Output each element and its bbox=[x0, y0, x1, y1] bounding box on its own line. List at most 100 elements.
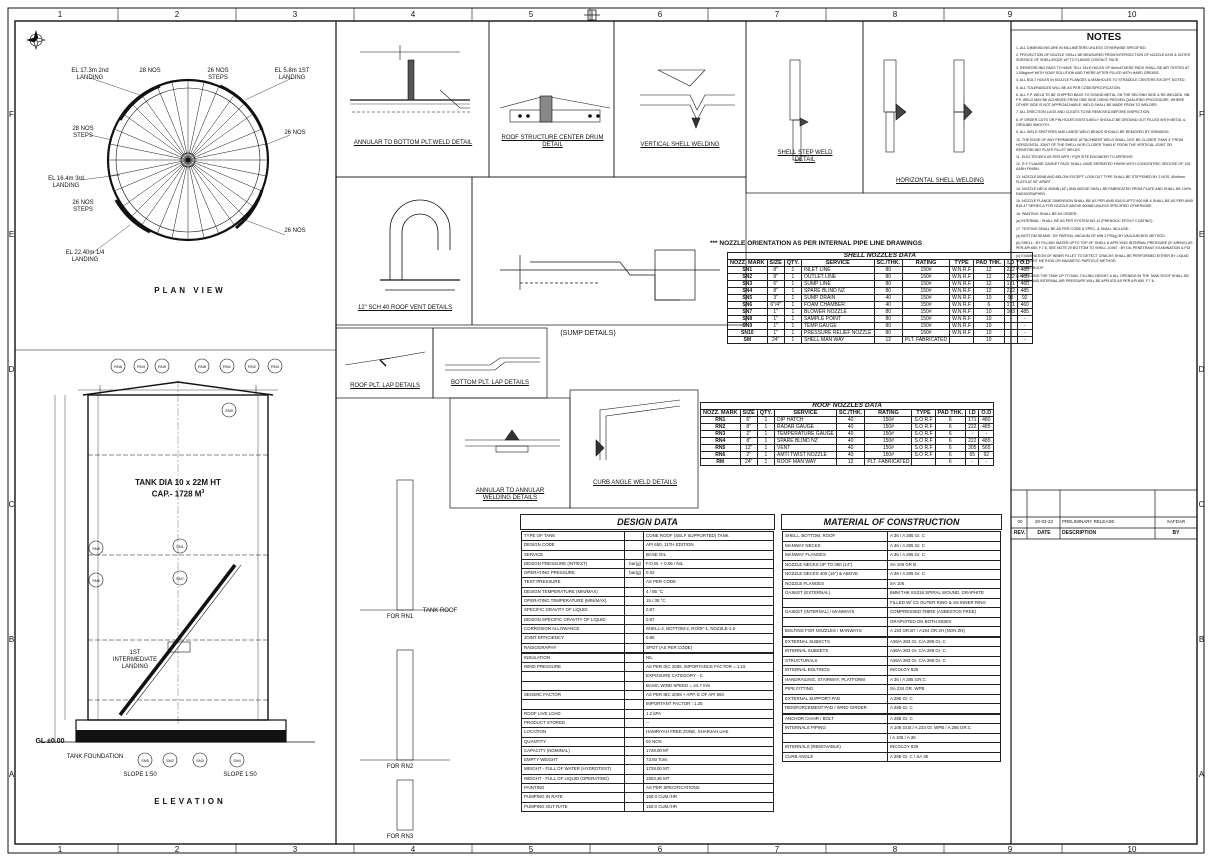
note-item: 16. PAINTING SHALL BE AS ORDER : bbox=[1016, 211, 1079, 216]
table-row: OPERATING TEMPERATURE (MIN/MAX)15 / 35 °… bbox=[521, 596, 774, 607]
shell-nozzle-cell: 1 bbox=[783, 329, 803, 337]
shell-nozzle-cell: 150# bbox=[902, 315, 951, 323]
grid-col-9-bottom: 9 bbox=[1007, 845, 1013, 854]
plan-view-title: PLAN VIEW bbox=[154, 286, 226, 295]
roof-nozzle-cell: - bbox=[965, 430, 980, 438]
design-cell bbox=[624, 755, 644, 766]
shell-step-sketch bbox=[789, 59, 809, 161]
grid-col-4: 4 bbox=[410, 10, 416, 19]
nozzle-tag: RN5 bbox=[157, 364, 166, 369]
nozzle-tag: SN5 bbox=[141, 758, 149, 763]
design-cell bbox=[624, 680, 644, 692]
shell-nozzle-cell: - bbox=[1016, 315, 1033, 323]
design-cell bbox=[624, 540, 644, 551]
design-cell: BASE OIL bbox=[643, 549, 774, 560]
roof-nozzle-cell: 1 bbox=[756, 444, 776, 452]
design-cell: EMPTY WEIGHT bbox=[521, 755, 625, 766]
grid-col-2-bottom: 2 bbox=[174, 845, 180, 854]
design-cell: SERVICE bbox=[521, 549, 625, 560]
shell-nozzle-cell: PLT. FABRICATED bbox=[902, 336, 951, 344]
design-cell bbox=[624, 549, 644, 560]
roof-nozzle-cell: 6 bbox=[934, 458, 967, 466]
roof-nozzle-cell: 2" bbox=[739, 451, 758, 459]
caption-sump: (SUMP DETAILS) bbox=[560, 330, 616, 337]
design-cell bbox=[624, 745, 644, 757]
grid-col-5: 5 bbox=[528, 10, 534, 19]
note-item: (a) INTERNAL : SHALL BE AS PER SYSTEM NO… bbox=[1016, 219, 1153, 224]
nozzle-tag: SN3 bbox=[196, 758, 204, 763]
slope-right: SLOPE 1:50 bbox=[223, 772, 257, 778]
roof-nozzle-cell: 150# bbox=[864, 416, 913, 424]
roof-nozzle-cell: 485 bbox=[978, 423, 995, 431]
design-cell: 0.87 bbox=[643, 614, 774, 625]
roof-nozzle-cell: - bbox=[965, 458, 980, 466]
design-cell: 0.85 bbox=[643, 633, 774, 644]
shell-nozzle-cell: 80 bbox=[873, 287, 904, 295]
grid-col-7-bottom: 7 bbox=[774, 845, 780, 854]
design-cell bbox=[624, 596, 644, 607]
note-item: 10. THE EDGE OF ANY PERMANENT ATTACHMENT… bbox=[1016, 137, 1183, 152]
design-cell: 02 NOS bbox=[643, 736, 774, 747]
design-cell: 150.0 CUM./HR bbox=[643, 801, 774, 812]
shell-nozzle-cell: 150# bbox=[902, 287, 951, 295]
roof-nozzle-cell: 1 bbox=[756, 423, 776, 431]
grid-col-3-bottom: 3 bbox=[292, 845, 298, 854]
roof-nozzle-cell: RN3 bbox=[700, 430, 741, 438]
roof-nozzle-cell: RN1 bbox=[700, 416, 741, 424]
roof-table-title: ROOF NOZZLES DATA bbox=[699, 402, 995, 410]
roof-nozzle-cell: 1 bbox=[756, 416, 776, 424]
material-cell: INTERNALS (REMOVABLE) bbox=[782, 742, 888, 753]
support-sketches bbox=[360, 479, 450, 831]
material-title: MATERIAL OF CONSTRUCTION bbox=[781, 514, 1002, 530]
design-cell: 1.2 kPA bbox=[643, 708, 774, 719]
shell-nozzle-cell: - bbox=[1003, 315, 1018, 323]
roof-nozzle-cell: 150# bbox=[864, 423, 913, 431]
shell-nozzle-header-cell: RATING bbox=[902, 259, 951, 267]
roof-nozzle-cell: 150# bbox=[864, 451, 913, 459]
grid-col-4-bottom: 4 bbox=[410, 845, 416, 854]
design-cell: 1503.36 MT bbox=[643, 773, 774, 785]
nozzle-tag: RN4 bbox=[136, 364, 145, 369]
table-row: SERVICE BASE OIL bbox=[521, 549, 774, 560]
shell-nozzle-cell: SN7 bbox=[727, 308, 768, 316]
nozzle-tag: SN7 bbox=[176, 576, 184, 581]
shell-nozzle-cell: 3" bbox=[766, 294, 785, 302]
design-cell: API 650, 11TH EDITION bbox=[643, 540, 774, 551]
table-row bbox=[782, 635, 1001, 638]
shell-nozzle-cell: 80 bbox=[873, 322, 904, 330]
caption-vent: 12" SCH 40 ROOF VENT DETAILS bbox=[357, 305, 453, 311]
shell-nozzle-cell: W.N R.F bbox=[949, 308, 974, 316]
material-cell: A36/A 283 Gr. C/A 285 Gr. C bbox=[887, 646, 1001, 657]
roof-nozzle-cell: RADAR GAUGE bbox=[774, 423, 837, 431]
shell-nozzle-cell: INLET LINE bbox=[801, 266, 875, 274]
shell-nozzle-cell: 150# bbox=[902, 308, 951, 316]
design-cell: bar(g) bbox=[624, 568, 644, 579]
table-row: BASIC WIND SPEED = 44.7 m/s bbox=[521, 680, 774, 692]
roof-nozzle-cell: 24" bbox=[739, 458, 758, 466]
bottom-lap-sketch bbox=[445, 357, 540, 371]
design-cell: SEISMIC FACTOR bbox=[521, 690, 625, 701]
material-cell: INTERNAL BOLTINGS bbox=[782, 665, 888, 676]
roof-nozzle-cell: 1 bbox=[756, 458, 776, 466]
nozzle-tag: RN1 bbox=[222, 364, 231, 369]
shell-nozzle-cell: 1" bbox=[766, 315, 785, 323]
nozzle-tag: RN8 bbox=[197, 364, 206, 369]
roof-nozzle-cell: 40 bbox=[835, 430, 866, 438]
description-header: DESCRIPTION bbox=[1062, 530, 1097, 536]
table-row: / A 105 / A 36 bbox=[782, 732, 1001, 743]
nozzle-tag: SN8 bbox=[92, 546, 100, 551]
shell-nozzle-cell: 171 bbox=[1003, 301, 1018, 309]
material-cell: NOZZLE NECKS 400 (16") & ABOVE bbox=[782, 569, 888, 580]
roof-nozzle-cell: 150# bbox=[864, 430, 913, 438]
design-cell bbox=[624, 605, 644, 616]
roof-nozzle-cell: RN5 bbox=[700, 444, 741, 452]
roof-nozzle-cell: 6 bbox=[934, 451, 967, 459]
design-cell bbox=[624, 652, 644, 664]
